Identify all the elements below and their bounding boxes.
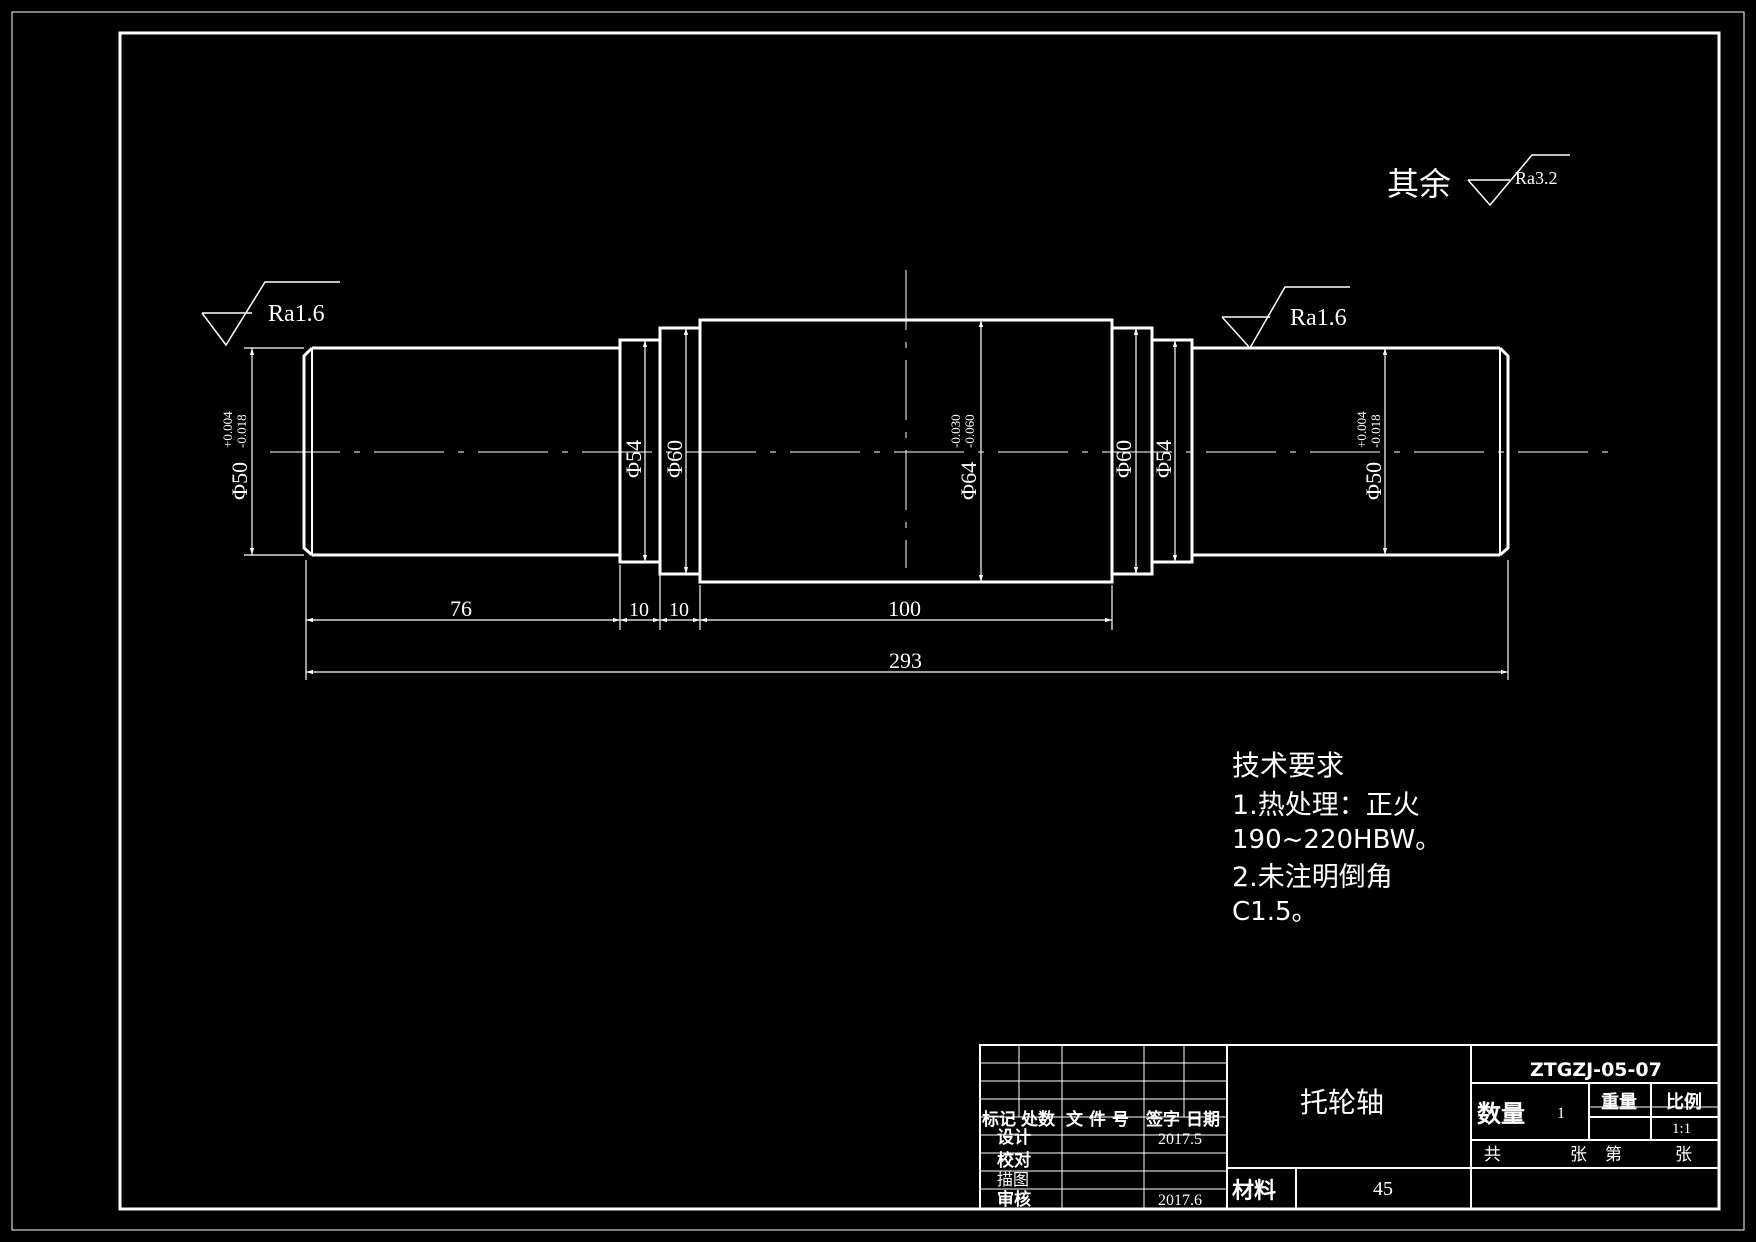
- left-journal-tol-lower: -0.018: [234, 414, 249, 448]
- general-finish-symbol: 其余 Ra3.2: [1387, 154, 1570, 207]
- tech-req-line2: 190~220HBW。: [1232, 825, 1441, 855]
- right-collar-diameter: Φ60: [1111, 440, 1136, 478]
- sheet-label-2: 张: [1675, 1145, 1692, 1165]
- center-diameter: Φ64: [956, 462, 981, 500]
- left-finish-value: Ra1.6: [268, 301, 325, 327]
- check-label: 校对: [997, 1150, 1031, 1171]
- tech-req-heading: 技术要求: [1232, 749, 1344, 782]
- tech-req-line4: C1.5。: [1232, 897, 1318, 927]
- drawing-number: ZTGZJ-05-07: [1530, 1059, 1662, 1081]
- page-label: 第: [1605, 1145, 1622, 1165]
- technical-requirements: 技术要求 1.热处理：正火 190~220HBW。 2.未注明倒角 C1.5。: [1232, 749, 1441, 927]
- material-value: 45: [1373, 1178, 1393, 1200]
- header-count: 处数: [1020, 1109, 1056, 1130]
- review-label: 审核: [997, 1189, 1031, 1210]
- length-dimension-lines: [305, 560, 1509, 680]
- right-finish-symbol: Ra1.6: [1221, 286, 1350, 350]
- quantity-value: 1: [1557, 1105, 1565, 1122]
- diameter-dimension-lines: [244, 320, 1388, 582]
- left-shoulder-diameter: Φ54: [621, 440, 646, 478]
- header-date: 日期: [1186, 1110, 1220, 1130]
- design-date: 2017.5: [1158, 1131, 1202, 1148]
- scale-value: 1:1: [1672, 1121, 1691, 1137]
- outer-frame: [11, 11, 1745, 1231]
- left-journal-tol-upper: +0.004: [220, 411, 235, 448]
- diameter-labels: Φ50 +0.004 -0.018 Φ54 Φ60 Φ64 -0.030 -0.…: [220, 411, 1386, 500]
- tech-req-line1: 1.热处理：正火: [1232, 790, 1420, 821]
- drawing-border: [118, 31, 1721, 1211]
- total-label: 共: [1484, 1145, 1501, 1165]
- scale-label: 比例: [1666, 1091, 1702, 1113]
- quantity-label: 数量: [1477, 1100, 1525, 1128]
- general-finish-value: Ra3.2: [1515, 168, 1558, 188]
- right-journal-tol-upper: +0.004: [1354, 411, 1369, 448]
- right-journal-tol-lower: -0.018: [1368, 414, 1383, 448]
- center-tol-upper: -0.030: [948, 414, 963, 448]
- shaft-outline: [302, 318, 1510, 584]
- weight-label: 重量: [1601, 1091, 1637, 1113]
- left-collar-diameter: Φ60: [662, 440, 687, 478]
- header-mark: 标记: [982, 1109, 1016, 1130]
- title-block: ZTGZJ-05-07 托轮轴 标记 处数 文 件 号 签字 日期 设计 201…: [979, 1044, 1720, 1210]
- left-journal-diameter: Φ50: [227, 462, 252, 500]
- sheet-label: 张: [1570, 1145, 1587, 1165]
- part-name: 托轮轴: [1300, 1086, 1384, 1119]
- tech-req-line3: 2.未注明倒角: [1232, 862, 1393, 893]
- right-journal-diameter: Φ50: [1361, 462, 1386, 500]
- center-length: 100: [888, 596, 921, 621]
- design-label: 设计: [997, 1127, 1031, 1148]
- review-date: 2017.6: [1158, 1192, 1202, 1209]
- length-labels: 76 10 10 100 293: [450, 596, 922, 673]
- header-doc: 文 件 号: [1066, 1109, 1129, 1130]
- general-finish-prefix: 其余: [1387, 165, 1451, 203]
- trace-label: 描图: [997, 1170, 1029, 1189]
- overall-length: 293: [889, 648, 922, 673]
- left-finish-symbol: Ra1.6: [201, 281, 340, 347]
- right-shoulder-diameter: Φ54: [1151, 440, 1176, 478]
- shoulder-length: 10: [629, 599, 649, 621]
- left-journal-length: 76: [450, 596, 472, 621]
- right-finish-value: Ra1.6: [1290, 305, 1347, 331]
- collar-length: 10: [669, 599, 689, 621]
- header-sign: 签字: [1145, 1109, 1180, 1130]
- center-tol-lower: -0.060: [962, 414, 977, 448]
- material-label: 材料: [1232, 1179, 1276, 1204]
